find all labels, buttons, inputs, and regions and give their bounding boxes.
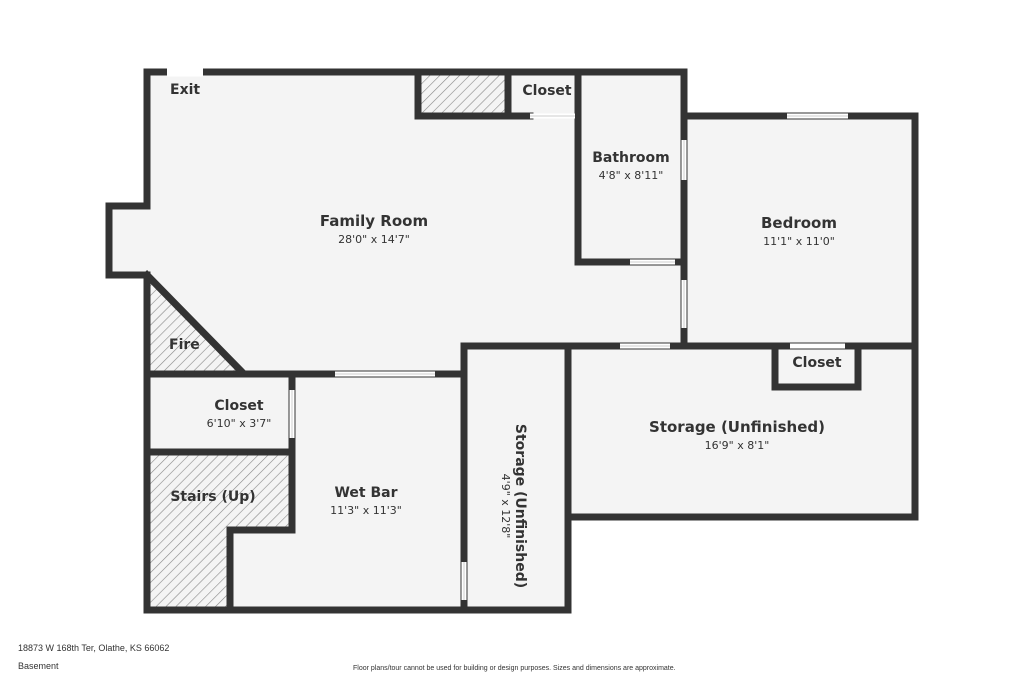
room-label-family-room: Family Room <box>320 212 428 230</box>
opening-lines <box>291 115 848 600</box>
room-label-fire: Fire <box>169 337 200 353</box>
room-label-closet-left: Closet <box>214 398 264 414</box>
stairs-hatch <box>147 452 292 610</box>
room-label-bedroom: Bedroom <box>761 214 837 232</box>
room-label-storage-narrow: Storage (Unfinished) <box>512 424 528 588</box>
room-label-closet-top: Closet <box>522 83 572 99</box>
room-size-family-room: 28'0" x 14'7" <box>338 233 410 246</box>
floor-level: Basement <box>18 661 59 671</box>
room-label-bathroom: Bathroom <box>592 150 670 166</box>
room-label-closet-bedroom: Closet <box>792 355 842 371</box>
room-size-bathroom: 4'8" x 8'11" <box>599 169 664 182</box>
floor-area <box>109 72 915 610</box>
room-size-storage-large: 16'9" x 8'1" <box>705 439 770 452</box>
room-size-storage-narrow: 4'9" x 12'8" <box>499 474 512 539</box>
disclaimer: Floor plans/tour cannot be used for buil… <box>353 665 676 672</box>
room-label-stairs: Stairs (Up) <box>170 489 255 505</box>
room-label-wet-bar: Wet Bar <box>334 485 397 501</box>
room-label-storage-large: Storage (Unfinished) <box>649 418 825 436</box>
chimney-hatch <box>418 72 508 116</box>
walls <box>105 68 919 614</box>
room-size-bedroom: 11'1" x 11'0" <box>763 235 835 248</box>
room-size-wet-bar: 11'3" x 11'3" <box>330 504 402 517</box>
address: 18873 W 168th Ter, Olathe, KS 66062 <box>18 643 170 653</box>
room-size-closet-left: 6'10" x 3'7" <box>207 417 272 430</box>
room-label-exit: Exit <box>170 82 200 98</box>
